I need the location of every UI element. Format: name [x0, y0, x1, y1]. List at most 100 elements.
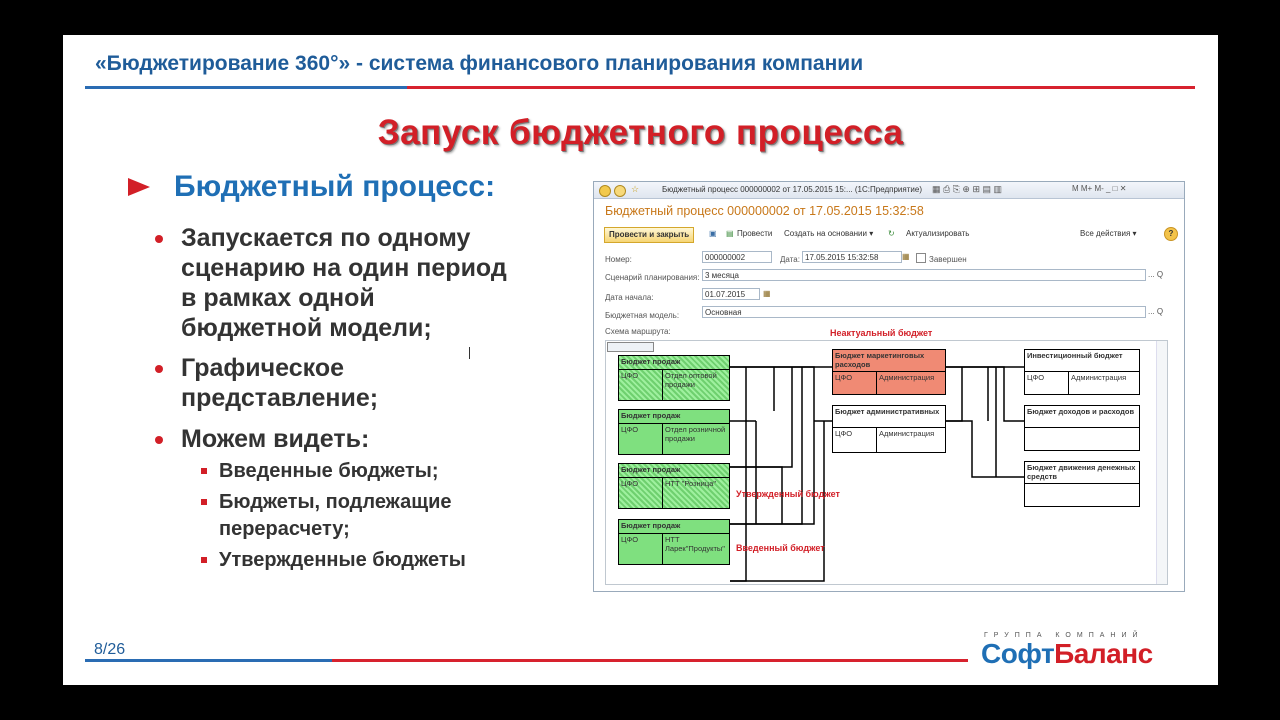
window-title: Бюджетный процесс 000000002 от 17.05.201…	[662, 185, 922, 194]
sub-bullet-text: Введенные бюджеты;	[219, 460, 439, 482]
window-titlebar[interactable]: ☆ Бюджетный процесс 000000002 от 17.05.2…	[594, 182, 1184, 199]
budget-node-sales-wholesale[interactable]: Бюджет продаж ЦФО Отдел оптовой продажи	[618, 355, 730, 401]
budget-node-sales-ntt-products[interactable]: Бюджет продаж ЦФО НТТ Ларек"Продукты"	[618, 519, 730, 565]
all-actions-menu[interactable]: Все действия ▾	[1080, 229, 1137, 238]
model-select-button[interactable]: ... Q	[1148, 307, 1164, 316]
scenario-label: Сценарий планирования:	[605, 273, 700, 282]
node-title: Бюджет продаж	[619, 464, 729, 478]
calendar-icon[interactable]: ▦	[902, 252, 910, 261]
budget-node-sales-retail[interactable]: Бюджет продаж ЦФО Отдел розничной продаж…	[618, 409, 730, 455]
post-and-close-button[interactable]: Провести и закрыть	[604, 227, 695, 243]
node-cfo-label: ЦФО	[619, 370, 663, 400]
node-cfo-label: ЦФО	[619, 478, 663, 508]
sub-bullet-item: Бюджеты, подлежащие перерасчету;	[201, 489, 531, 543]
node-title: Бюджет административных	[833, 406, 945, 428]
node-title: Инвестиционный бюджет	[1025, 350, 1139, 372]
bullet-item: Запускается по одному сценарию на один п…	[155, 223, 515, 343]
bullet-item: Графическое представление;	[155, 353, 515, 413]
budget-model-label: Бюджетная модель:	[605, 311, 680, 320]
node-cfo-label: ЦФО	[619, 424, 663, 454]
entered-budget-label: Введенный бюджет	[736, 543, 825, 553]
bullet-text: Запускается по одному сценарию на один п…	[181, 224, 507, 342]
completed-checkbox[interactable]	[916, 253, 926, 263]
footer-divider	[85, 659, 968, 662]
sub-bullet-text: Утвержденные бюджеты	[219, 549, 466, 571]
irrelevant-budget-label: Неактуальный бюджет	[830, 328, 933, 338]
save-icon[interactable]: ▣	[709, 229, 717, 238]
budget-node-sales-ntt-retail[interactable]: Бюджет продаж ЦФО НТТ "Розница"	[618, 463, 730, 509]
node-title: Бюджет продаж	[619, 520, 729, 534]
post-icon[interactable]: ▤	[726, 229, 734, 238]
scheme-scrollbar[interactable]	[1156, 341, 1167, 584]
node-cfo-label: ЦФО	[833, 372, 877, 394]
node-cfo-value: Администрация	[1071, 373, 1127, 382]
page-number: 8/26	[94, 641, 126, 658]
bullet-text: Можем видеть:	[181, 425, 370, 453]
square-bullet-icon	[201, 557, 207, 563]
brand-tagline: ГРУППА КОМПАНИЙ	[984, 632, 1144, 639]
node-cfo-value: Отдел розничной продажи	[665, 425, 726, 443]
toolbar: Провести и закрыть ▣ ▤ Провести Создать …	[604, 227, 1178, 243]
approved-budget-label: Утвержденный бюджет	[736, 489, 840, 499]
help-icon[interactable]: ?	[1164, 227, 1178, 241]
budget-node-income-expense[interactable]: Бюджет доходов и расходов	[1024, 405, 1140, 451]
slide-title: Запуск бюджетного процесса	[377, 113, 904, 152]
budget-node-cash-flow[interactable]: Бюджет движения денежных средств	[1024, 461, 1140, 507]
header-title: «Бюджетирование 360°» - система финансов…	[95, 52, 864, 75]
completed-label: Завершен	[929, 255, 967, 264]
create-based-on-button[interactable]: Создать на основании ▾	[784, 229, 874, 238]
slide: «Бюджетирование 360°» - система финансов…	[63, 35, 1218, 685]
sub-bullet-item: Утвержденные бюджеты	[201, 547, 531, 574]
window-controls[interactable]: M M+ M- _ □ ✕	[1072, 184, 1127, 193]
node-cfo-label: ЦФО	[833, 428, 877, 452]
toolbar-icons[interactable]: ▦ ⎙ ⎘ ⊕ ⊞ ▤ ▥	[932, 184, 1002, 194]
document-heading: Бюджетный процесс 000000002 от 17.05.201…	[605, 204, 924, 218]
node-cfo-label: ЦФО	[1025, 372, 1069, 394]
budget-node-administrative[interactable]: Бюджет административных ЦФО Администраци…	[832, 405, 946, 453]
number-label: Номер:	[605, 255, 632, 264]
node-cfo-label: ЦФО	[619, 534, 663, 564]
number-field[interactable]: 000000002	[702, 251, 772, 263]
node-title: Бюджет продаж	[619, 356, 729, 370]
budget-node-marketing[interactable]: Бюджет маркетинговых расходов ЦФО Админи…	[832, 349, 946, 395]
node-title: Бюджет продаж	[619, 410, 729, 424]
square-bullet-icon	[201, 468, 207, 474]
text-cursor-icon	[469, 347, 470, 359]
budget-node-investment[interactable]: Инвестиционный бюджет ЦФО Администрация	[1024, 349, 1140, 395]
brand-logo: СофтБаланс	[981, 638, 1153, 670]
node-title: Бюджет доходов и расходов	[1025, 406, 1139, 428]
post-button[interactable]: Провести	[737, 229, 773, 238]
arrow-bullet-icon	[128, 178, 150, 196]
start-date-label: Дата начала:	[605, 293, 654, 302]
header-divider	[85, 86, 1195, 89]
start-calendar-icon[interactable]: ▦	[763, 289, 771, 298]
bullet-item: Можем видеть:	[155, 424, 515, 454]
back-icon[interactable]	[614, 185, 626, 197]
node-title: Бюджет движения денежных средств	[1025, 462, 1139, 484]
sub-bullet-text: Бюджеты, подлежащие перерасчету;	[219, 491, 452, 540]
sub-bullet-item: Введенные бюджеты;	[201, 458, 531, 485]
star-icon[interactable]: ☆	[631, 184, 640, 194]
brand-part-b: Баланс	[1054, 638, 1153, 669]
app-window[interactable]: ☆ Бюджетный процесс 000000002 от 17.05.2…	[593, 181, 1185, 592]
date-field[interactable]: 17.05.2015 15:32:58	[802, 251, 902, 263]
date-label: Дата:	[780, 255, 800, 264]
bullet-text: Графическое представление;	[181, 354, 379, 412]
node-cfo-value: НТТ "Розница"	[665, 479, 716, 488]
square-bullet-icon	[201, 499, 207, 505]
node-cfo-value: Администрация	[879, 373, 935, 382]
route-scheme[interactable]: Бюджет продаж ЦФО Отдел оптовой продажи …	[605, 340, 1168, 585]
node-cfo-value: Отдел оптовой продажи	[665, 371, 717, 389]
scenario-field[interactable]: 3 месяца	[702, 269, 1146, 281]
scheme-label: Схема маршрута:	[605, 327, 671, 336]
scenario-select-button[interactable]: ... Q	[1148, 270, 1164, 279]
update-button[interactable]: Актуализировать	[906, 229, 970, 238]
start-date-field[interactable]: 01.07.2015	[702, 288, 760, 300]
node-title: Бюджет маркетинговых расходов	[833, 350, 945, 372]
refresh-icon[interactable]: ↻	[888, 229, 895, 238]
level1-heading: Бюджетный процесс:	[128, 170, 495, 204]
bullet-dot-icon	[155, 235, 163, 243]
scheme-tab[interactable]	[607, 342, 654, 352]
bullet-dot-icon	[155, 436, 163, 444]
budget-model-field[interactable]: Основная	[702, 306, 1146, 318]
